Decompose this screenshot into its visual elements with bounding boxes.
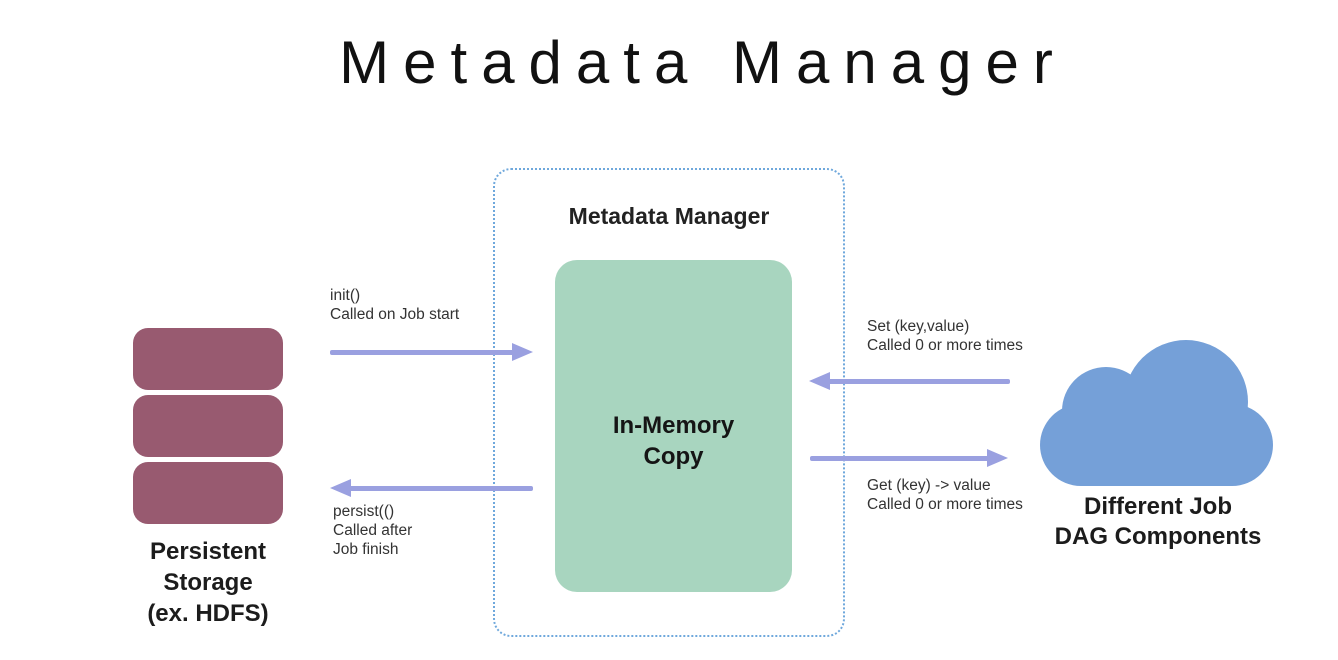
page-title: Metadata Manager — [339, 29, 1067, 96]
init-arrow-label: init() Called on Job start — [330, 287, 460, 323]
init-arrow — [330, 342, 533, 362]
get-arrowhead-icon — [987, 449, 1008, 467]
storage-disk-2 — [133, 395, 283, 457]
set-arrowhead-icon — [809, 372, 830, 390]
set-arrow-label: Set (key,value) Called 0 or more times — [867, 318, 1023, 354]
persistent-storage-label: Persistent Storage (ex. HDFS) — [147, 538, 269, 627]
dag-components-label: Different Job DAG Components — [1054, 493, 1262, 550]
metadata-manager-label: Metadata Manager — [568, 203, 770, 229]
persist-arrowhead-icon — [330, 479, 351, 497]
storage-disk-1 — [133, 328, 283, 390]
get-arrow-shaft — [810, 456, 990, 461]
init-arrow-shaft — [330, 350, 515, 355]
persist-arrow-label: persist(() Called after Job finish — [333, 503, 413, 558]
get-arrow-label: Get (key) -> value Called 0 or more time… — [867, 477, 1023, 513]
in-memory-copy-label: In-Memory Copy — [612, 412, 735, 470]
in-memory-copy-box: In-Memory Copy — [555, 260, 792, 592]
storage-disk-3 — [133, 462, 283, 524]
persist-arrow-shaft — [348, 486, 533, 491]
set-arrow — [809, 371, 1010, 391]
metadata-manager-container: Metadata Manager In-Memory Copy — [493, 168, 845, 637]
cloud-icon — [1040, 340, 1273, 486]
persist-arrow — [330, 478, 533, 498]
get-arrow — [810, 448, 1008, 468]
init-arrowhead-icon — [512, 343, 533, 361]
set-arrow-shaft — [827, 379, 1010, 384]
